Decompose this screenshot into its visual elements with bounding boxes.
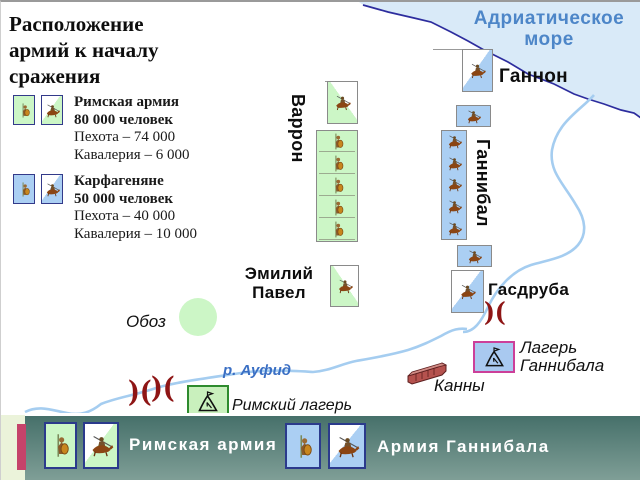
carthage-cavalry-unit-hasdrubal <box>451 270 484 313</box>
carthage-cavalry-unit-hanno <box>462 49 493 92</box>
cavalry-icon <box>447 200 462 214</box>
infantry-rank <box>319 176 355 196</box>
carthage-cavalry-legend-icon <box>41 174 64 204</box>
cavalry-icon <box>338 279 353 294</box>
footer-hannibal-army-label: Армия Ганнибала <box>377 437 550 456</box>
infantry-icon <box>334 221 344 238</box>
legend-carthage-text: Карфагеняне 50 000 человек Пехота – 40 0… <box>74 173 284 243</box>
cavalry-icon <box>460 284 477 300</box>
roman-infantry-column <box>316 130 358 242</box>
label-hannibal: Ганнибал <box>473 139 493 227</box>
coastline <box>362 4 640 119</box>
legend-carthage-cavalry: Кавалерия – 10 000 <box>74 225 197 242</box>
legend-carthage-title: Карфагеняне <box>74 173 164 189</box>
footer-legend-bar: Римская армия Армия Ганнибала <box>25 416 640 480</box>
legend-roman-cavalry: Кавалерия – 6 000 <box>74 146 190 163</box>
label-hasdrubal: Гасдруба <box>488 280 570 299</box>
infantry-rank <box>319 154 355 174</box>
river-to-sea <box>462 94 595 334</box>
legend-roman-title: Римская армия <box>74 94 180 110</box>
carthage-cavalry-column <box>441 130 467 240</box>
cavalry-icon <box>470 63 487 79</box>
legend-roman-infantry: Пехота – 74 000 <box>74 129 176 145</box>
cavalry-icon <box>467 109 482 124</box>
infantry-icon <box>299 433 312 459</box>
legend-roman-icons <box>13 95 64 125</box>
carthage-infantry-legend-icon <box>13 174 35 204</box>
footer-divider-line <box>1 413 640 416</box>
cavalry-icon <box>91 435 114 457</box>
hannibal-camp-box <box>473 341 515 373</box>
infantry-icon <box>334 155 344 172</box>
adriatic-sea-area <box>359 2 640 118</box>
cavalry-icon <box>46 182 61 197</box>
roman-cavalry-legend-icon <box>41 95 64 125</box>
label-baggage: Обоз <box>126 312 166 331</box>
label-aemilius-paulus: Эмилий Павел <box>244 264 314 302</box>
label-varro: Варрон <box>288 94 308 163</box>
footer-roman-cavalry-box <box>83 422 119 469</box>
river-crossing-marker: )( <box>484 296 506 329</box>
infantry-icon <box>21 181 30 197</box>
legend-carthage-infantry: Пехота – 40 000 <box>74 208 176 224</box>
cavalry-icon <box>46 103 61 118</box>
label-river-aufidus: р. Ауфид <box>223 362 292 379</box>
cannae-town-icon <box>407 362 448 385</box>
roman-infantry-legend-icon <box>13 95 35 125</box>
tent-icon <box>198 390 218 411</box>
cavalry-icon <box>447 178 462 193</box>
infantry-icon <box>334 177 344 194</box>
roman-cavalry-unit-aemilius <box>330 265 359 307</box>
infantry-rank <box>319 220 355 240</box>
label-hanno: Ганнон <box>499 66 568 87</box>
footer-carthage-infantry-box <box>285 423 321 469</box>
infantry-rank <box>319 198 355 218</box>
infantry-icon <box>334 133 344 150</box>
carthage-unit-small-top <box>456 105 491 127</box>
cavalry-icon <box>468 249 483 264</box>
infantry-rank <box>319 132 355 152</box>
unit-topline <box>433 49 465 50</box>
cavalry-icon <box>447 222 462 236</box>
footer-roman-army-label: Римская армия <box>129 435 278 454</box>
footer-accent-bar <box>17 424 26 470</box>
footer-roman-infantry-box <box>44 422 77 469</box>
carthage-unit-small-bottom <box>457 245 492 267</box>
river-crossing-marker: )( <box>128 374 152 409</box>
cavalry-icon <box>447 135 462 149</box>
baggage-circle <box>179 298 217 336</box>
legend-carthage-icons <box>13 174 64 204</box>
slide-title: Расположение армий к началу сражения <box>9 12 159 88</box>
footer-carthage-cavalry-box <box>328 423 366 469</box>
infantry-icon <box>334 199 344 216</box>
adriatic-sea-label: Адриатическое море <box>473 8 625 50</box>
tent-icon <box>485 346 503 366</box>
legend-roman-text: Римская армия 80 000 человек Пехота – 74… <box>74 94 284 164</box>
label-hannibal-camp: Лагерь Ганнибала <box>520 338 605 375</box>
roman-cavalry-unit-varro <box>327 81 358 124</box>
legend-roman-total: 80 000 человек <box>74 111 174 128</box>
river-crossing-marker: )( <box>151 370 175 405</box>
river-aufidus <box>24 327 468 416</box>
label-cannae: Канны <box>434 376 485 395</box>
legend-carthage-total: 50 000 человек <box>74 190 174 207</box>
cavalry-icon <box>335 95 352 111</box>
cavalry-icon <box>337 436 360 458</box>
cavalry-icon <box>447 157 462 171</box>
infantry-icon <box>21 102 30 118</box>
infantry-icon <box>57 433 70 458</box>
label-roman-camp: Римский лагерь <box>232 397 352 414</box>
